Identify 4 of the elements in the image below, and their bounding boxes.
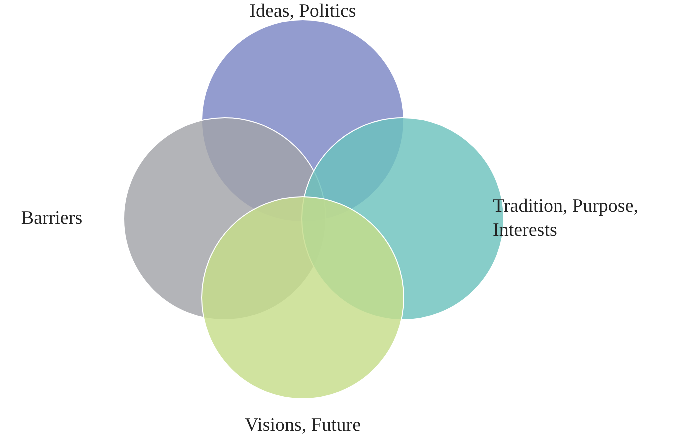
circle-label: Barriers <box>20 207 84 231</box>
circle-label: Ideas, Politics <box>248 0 358 24</box>
circle-label: Visions, Future <box>244 414 362 438</box>
circle-label: Tradition, Purpose, Interests <box>493 195 640 243</box>
